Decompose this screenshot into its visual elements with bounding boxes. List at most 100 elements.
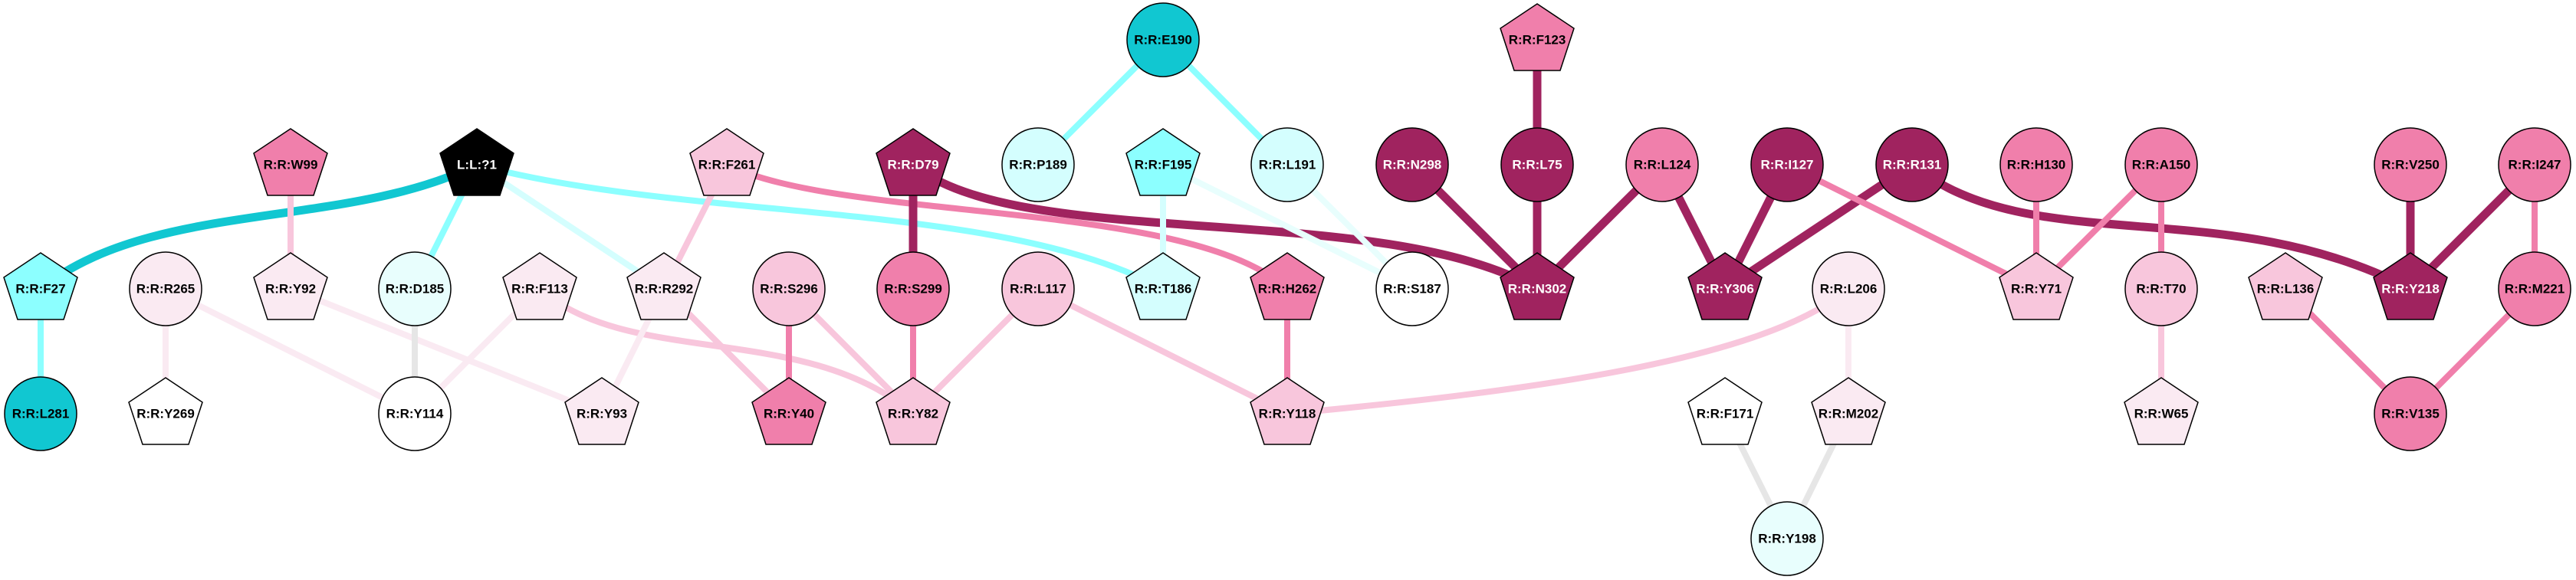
node-y218[interactable]: R:R:Y218: [2373, 252, 2448, 320]
node-label: R:R:W99: [264, 158, 318, 172]
node-l124[interactable]: R:R:L124: [1625, 127, 1699, 202]
node-y118[interactable]: R:R:Y118: [1250, 377, 1325, 445]
node-label: R:R:L117: [1010, 282, 1066, 297]
node-s299[interactable]: R:R:S299: [876, 251, 950, 326]
node-label: R:R:Y198: [1758, 532, 1816, 546]
node-r131[interactable]: R:R:R131: [1875, 127, 1949, 202]
node-f123[interactable]: R:R:F123: [1500, 3, 1575, 71]
node-y93[interactable]: R:R:Y93: [564, 377, 639, 445]
node-v135[interactable]: R:R:V135: [2374, 376, 2447, 451]
pentagon-node-shape: [1500, 252, 1575, 320]
node-w65[interactable]: R:R:W65: [2124, 377, 2199, 445]
node-label: R:R:Y118: [1259, 407, 1316, 421]
node-label: R:R:I247: [2509, 158, 2561, 172]
node-y40[interactable]: R:R:Y40: [751, 377, 826, 445]
node-r265[interactable]: R:R:R265: [129, 251, 202, 326]
node-label: R:R:T70: [2136, 282, 2186, 297]
node-i127[interactable]: R:R:I127: [1750, 127, 1824, 202]
circle-node-shape: [752, 251, 826, 326]
circle-node-shape: [378, 376, 452, 451]
node-label: R:R:A150: [2132, 158, 2191, 172]
node-label: R:R:M202: [1819, 407, 1878, 421]
node-y82[interactable]: R:R:Y82: [876, 377, 951, 445]
node-label: R:R:L124: [1634, 158, 1691, 172]
node-p189[interactable]: R:R:P189: [1001, 127, 1075, 202]
node-y269[interactable]: R:R:Y269: [128, 377, 203, 445]
node-v250[interactable]: R:R:V250: [2374, 127, 2447, 202]
node-n302[interactable]: R:R:N302: [1500, 252, 1575, 320]
node-h130[interactable]: R:R:H130: [1999, 127, 2073, 202]
node-l191[interactable]: R:R:L191: [1250, 127, 1324, 202]
node-label: R:R:V135: [2381, 407, 2440, 421]
node-label: R:R:N302: [1508, 282, 1567, 297]
node-label: R:R:L206: [1820, 282, 1878, 297]
node-w99[interactable]: R:R:W99: [253, 128, 328, 196]
node-y92[interactable]: R:R:Y92: [253, 252, 328, 320]
node-label: R:R:F261: [698, 158, 756, 172]
node-m221[interactable]: R:R:M221: [2498, 251, 2571, 326]
node-label: R:R:R265: [136, 282, 196, 297]
edge-l1-t186: [475, 162, 1165, 292]
node-s296[interactable]: R:R:S296: [752, 251, 826, 326]
node-label: R:R:Y40: [764, 407, 814, 421]
edge-i127-y71: [1786, 162, 2038, 292]
pentagon-node-shape: [128, 377, 203, 445]
node-y306[interactable]: R:R:Y306: [1687, 252, 1763, 320]
node-label: R:R:Y93: [577, 407, 627, 421]
circle-node-shape: [1875, 127, 1949, 202]
node-y71[interactable]: R:R:Y71: [1999, 252, 2074, 320]
circle-node-shape: [876, 251, 950, 326]
node-label: R:R:Y114: [386, 407, 444, 421]
node-label: R:R:Y218: [2381, 282, 2440, 297]
node-label: R:R:Y269: [136, 407, 195, 421]
pentagon-node-shape: [3, 252, 78, 320]
node-d185[interactable]: R:R:D185: [378, 251, 452, 326]
circle-node-shape: [1001, 251, 1075, 326]
pentagon-node-shape: [1687, 377, 1763, 445]
node-n298[interactable]: R:R:N298: [1375, 127, 1449, 202]
node-f171[interactable]: R:R:F171: [1687, 377, 1763, 445]
node-f195[interactable]: R:R:F195: [1125, 128, 1201, 196]
circle-node-shape: [2374, 376, 2447, 451]
node-y114[interactable]: R:R:Y114: [378, 376, 452, 451]
node-s187[interactable]: R:R:S187: [1375, 251, 1449, 326]
node-label: R:R:L191: [1259, 158, 1316, 172]
node-f113[interactable]: R:R:F113: [502, 252, 577, 320]
node-e190[interactable]: R:R:E190: [1126, 2, 1200, 77]
node-label: R:R:S187: [1383, 282, 1441, 297]
node-t70[interactable]: R:R:T70: [2124, 251, 2198, 326]
node-label: R:R:Y82: [888, 407, 938, 421]
node-l117[interactable]: R:R:L117: [1001, 251, 1075, 326]
circle-node-shape: [2498, 127, 2571, 202]
node-l281[interactable]: R:R:L281: [4, 376, 77, 451]
node-l136[interactable]: R:R:L136: [2248, 252, 2323, 320]
node-f27[interactable]: R:R:F27: [3, 252, 78, 320]
circle-node-shape: [4, 376, 77, 451]
node-i247[interactable]: R:R:I247: [2498, 127, 2571, 202]
edge-l117-y118: [1037, 286, 1289, 417]
pentagon-node-shape: [564, 377, 639, 445]
node-m202[interactable]: R:R:M202: [1811, 377, 1886, 445]
node-a150[interactable]: R:R:A150: [2124, 127, 2198, 202]
edge-l1-f27: [38, 161, 479, 293]
node-r292[interactable]: R:R:R292: [626, 252, 702, 320]
node-d79[interactable]: R:R:D79: [876, 128, 951, 196]
edge-r265-y114: [164, 286, 416, 417]
edge-f261-h262: [725, 162, 1290, 291]
node-h262[interactable]: R:R:H262: [1250, 252, 1325, 320]
node-t186[interactable]: R:R:T186: [1125, 252, 1201, 320]
edge-f195-s187: [1162, 162, 1414, 292]
circle-node-shape: [1126, 2, 1200, 77]
node-l206[interactable]: R:R:L206: [1812, 251, 1885, 326]
node-label: R:R:H262: [1258, 282, 1317, 297]
node-l75[interactable]: R:R:L75: [1500, 127, 1574, 202]
pentagon-node-shape: [439, 128, 514, 196]
node-label: R:R:F123: [1509, 33, 1566, 48]
node-f261[interactable]: R:R:F261: [689, 128, 764, 196]
edge-r131-y306: [1722, 161, 1915, 293]
node-l1[interactable]: L:L:?1: [439, 128, 514, 196]
circle-node-shape: [1750, 127, 1824, 202]
node-label: R:R:S296: [760, 282, 818, 297]
node-y198[interactable]: R:R:Y198: [1750, 501, 1824, 576]
